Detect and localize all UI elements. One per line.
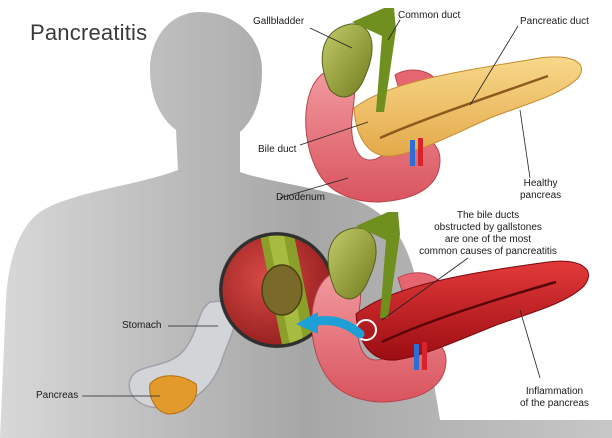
label-bile-duct: Bile duct	[258, 144, 297, 155]
label-line: are one of the most	[444, 234, 532, 245]
gallstone-shape	[261, 264, 303, 316]
label-healthy-pancreas: Healthy pancreas	[520, 178, 561, 202]
label-gallbladder: Gallbladder	[253, 16, 305, 27]
label-pancreas: Pancreas	[36, 390, 79, 401]
label-obstruction-note: The bile ducts obstructed by gallstones …	[410, 210, 566, 258]
label-line: Inflammation	[525, 386, 584, 397]
label-stomach: Stomach	[122, 320, 162, 331]
label-pancreatic-duct: Pancreatic duct	[520, 16, 589, 27]
pancreas-small-shape	[149, 375, 198, 415]
body-silhouette	[0, 12, 612, 438]
label-line: pancreas	[520, 190, 562, 201]
label-common-duct: Common duct	[398, 10, 461, 21]
label-line: Healthy	[523, 178, 558, 189]
stomach-drawing	[128, 299, 238, 415]
healthy-organs	[305, 8, 582, 203]
label-line: The bile ducts	[456, 210, 520, 221]
label-line: common causes of pancreatitis	[419, 246, 557, 257]
label-duodenum: Duodenum	[276, 192, 325, 203]
label-line: of the pancreas	[520, 398, 589, 409]
label-line: obstructed by gallstones	[434, 222, 542, 233]
page-title: Pancreatitis	[30, 20, 148, 45]
label-inflammation: Inflammation of the pancreas	[520, 386, 589, 410]
arrow-icon	[296, 312, 365, 339]
leader-lines	[82, 19, 541, 397]
